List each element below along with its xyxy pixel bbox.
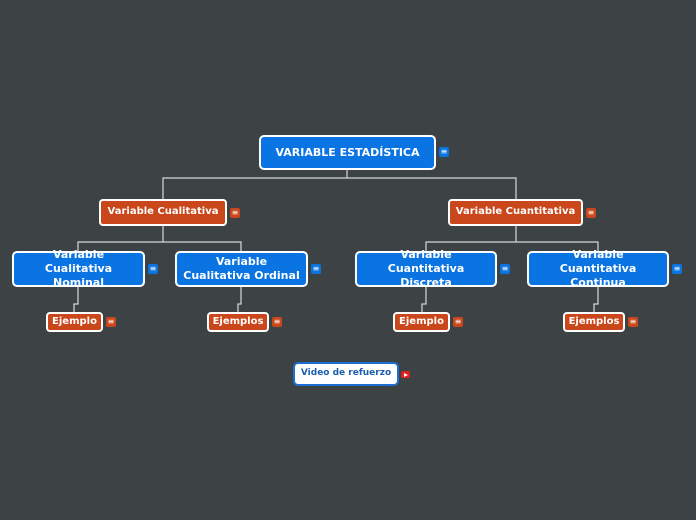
notes-icon[interactable]: ≡: [148, 264, 158, 274]
notes-icon[interactable]: ≡: [106, 317, 116, 327]
node-cualitativa-ordinal[interactable]: Variable Cualitativa Ordinal: [175, 251, 308, 287]
node-cuantitativa-discreta[interactable]: Variable Cuantitativa Discreta: [355, 248, 497, 289]
ordinal-ejemplos-label: Ejemplos: [212, 315, 264, 327]
node-variable-cuantitativa[interactable]: Variable Cuantitativa: [448, 199, 583, 226]
video-label: Video de refuerzo: [300, 368, 392, 379]
node-cualitativa-nominal[interactable]: Variable Cualitativa Nominal: [12, 248, 145, 289]
connector-root: [162, 169, 517, 199]
node-continua-ejemplos[interactable]: Ejemplos: [563, 312, 625, 332]
discreta-label: Variable Cuantitativa Discreta: [387, 248, 465, 289]
nominal-ejemplo-label: Ejemplo: [52, 315, 97, 327]
notes-icon[interactable]: ≡: [453, 317, 463, 327]
notes-icon[interactable]: ≡: [230, 208, 240, 218]
connector-cuantitativa: [425, 226, 599, 251]
node-nominal-ejemplo[interactable]: Ejemplo: [46, 312, 103, 332]
notes-icon[interactable]: ≡: [311, 264, 321, 274]
cualitativa-label: Variable Cualitativa: [107, 206, 219, 218]
notes-icon[interactable]: ≡: [672, 264, 682, 274]
notes-icon[interactable]: ≡: [586, 208, 596, 218]
notes-icon[interactable]: ≡: [500, 264, 510, 274]
node-ordinal-ejemplos[interactable]: Ejemplos: [207, 312, 269, 332]
continua-ejemplos-label: Ejemplos: [568, 315, 620, 327]
connector-nominal-ejemplo: [73, 287, 79, 312]
connector-ordinal-ejemplos: [237, 287, 242, 312]
node-video-refuerzo[interactable]: Video de refuerzo: [293, 362, 399, 386]
root-label: VARIABLE ESTADÍSTICA: [275, 145, 420, 159]
nominal-label: Variable Cualitativa Nominal: [44, 248, 113, 289]
continua-label: Variable Cuantitativa Continua: [559, 248, 637, 289]
node-variable-cualitativa[interactable]: Variable Cualitativa: [99, 199, 227, 226]
discreta-ejemplo-label: Ejemplo: [399, 315, 444, 327]
root-node[interactable]: VARIABLE ESTADÍSTICA: [259, 135, 436, 170]
node-discreta-ejemplo[interactable]: Ejemplo: [393, 312, 450, 332]
notes-icon[interactable]: ≡: [439, 147, 449, 157]
notes-icon[interactable]: ≡: [272, 317, 282, 327]
connector-discreta-ejemplo: [421, 287, 427, 312]
connector-continua-ejemplos: [593, 287, 599, 312]
notes-icon[interactable]: ≡: [628, 317, 638, 327]
cuantitativa-label: Variable Cuantitativa: [455, 206, 576, 218]
node-cuantitativa-continua[interactable]: Variable Cuantitativa Continua: [527, 248, 669, 289]
ordinal-label: Variable Cualitativa Ordinal: [183, 255, 300, 282]
connector-cualitativa: [77, 226, 242, 251]
youtube-icon[interactable]: [401, 371, 410, 378]
